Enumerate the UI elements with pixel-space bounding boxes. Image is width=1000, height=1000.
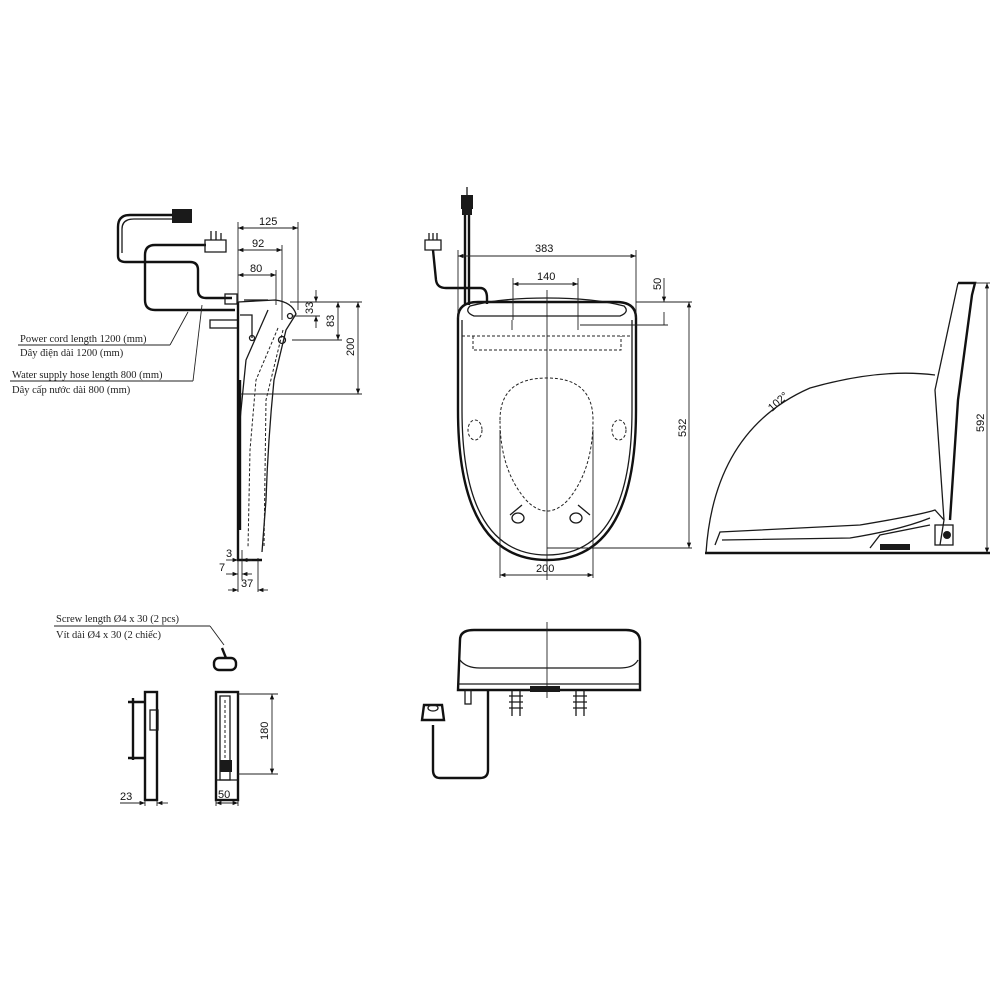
dim-200: 200 (345, 338, 357, 356)
dim-125: 125 (259, 216, 277, 228)
side-view: 125 92 80 33 83 200 3 7 (10, 209, 362, 593)
water-hose-fitting (209, 319, 239, 329)
screw-label-en: Screw length Ø4 x 30 (2 pcs) (56, 614, 180, 625)
power-cord-label-en: Power cord length 1200 (mm) (20, 334, 147, 345)
front-view (420, 622, 642, 780)
dim-532: 532 (677, 419, 689, 437)
side-view-dimensions: 125 92 80 33 83 200 3 7 (219, 216, 362, 593)
dim-7: 7 (219, 562, 225, 574)
connector-icon (461, 195, 473, 209)
dim-180: 180 (259, 722, 271, 740)
power-plug-icon (172, 209, 192, 223)
screw-label-vi: Vít dài Ø4 x 30 (2 chiếc) (56, 630, 161, 641)
dim-592: 592 (975, 414, 987, 432)
sensor-pad-right (611, 419, 627, 441)
plug-icon (424, 239, 442, 251)
rotation-arc (705, 372, 936, 554)
top-view-dimensions: 383 140 50 532 200 (457, 243, 692, 578)
dim-83: 83 (325, 315, 337, 327)
dim-50: 50 (652, 278, 664, 290)
bracket-front (214, 690, 240, 802)
bracket-dimensions: 23 50 180 (120, 693, 278, 806)
dim-383: 383 (535, 243, 553, 255)
bracket-view: Screw length Ø4 x 30 (2 pcs) Vít dài Ø4 … (54, 614, 278, 806)
water-hose-label-en: Water supply hose length 800 (mm) (12, 370, 163, 381)
dim-bracket-50: 50 (218, 789, 230, 801)
dim-23: 23 (120, 791, 132, 803)
front-view-cord (431, 690, 490, 780)
dim-92: 92 (252, 238, 264, 250)
dim-80: 80 (250, 263, 262, 275)
power-cord-label-vi: Dây điện dài 1200 (mm) (20, 348, 124, 359)
dim-140: 140 (537, 271, 555, 283)
angle-label: 102° (766, 390, 791, 414)
water-hose-label-vi: Dây cấp nước dài 800 (mm) (12, 385, 131, 396)
hinge-posts (464, 689, 587, 716)
seat-side-body (236, 299, 297, 562)
plug-icon-front (420, 703, 446, 722)
sensor-pad-left (467, 419, 483, 441)
screw-icon (220, 647, 228, 659)
bracket-side (128, 690, 159, 802)
dim-3: 3 (226, 548, 232, 560)
power-cord (116, 209, 235, 312)
top-view-cord (424, 187, 489, 305)
seat-front-body (456, 628, 642, 692)
profile-view: 102° 592 (705, 281, 990, 555)
cord-hose-labels: Power cord length 1200 (mm) Dây điện dài… (10, 304, 203, 396)
top-view: 383 140 50 532 200 (424, 187, 692, 580)
dim-37: 37 (241, 578, 253, 590)
dim-opening-200: 200 (536, 563, 554, 575)
dim-33: 33 (304, 302, 316, 314)
seat-top-outline (456, 290, 638, 580)
